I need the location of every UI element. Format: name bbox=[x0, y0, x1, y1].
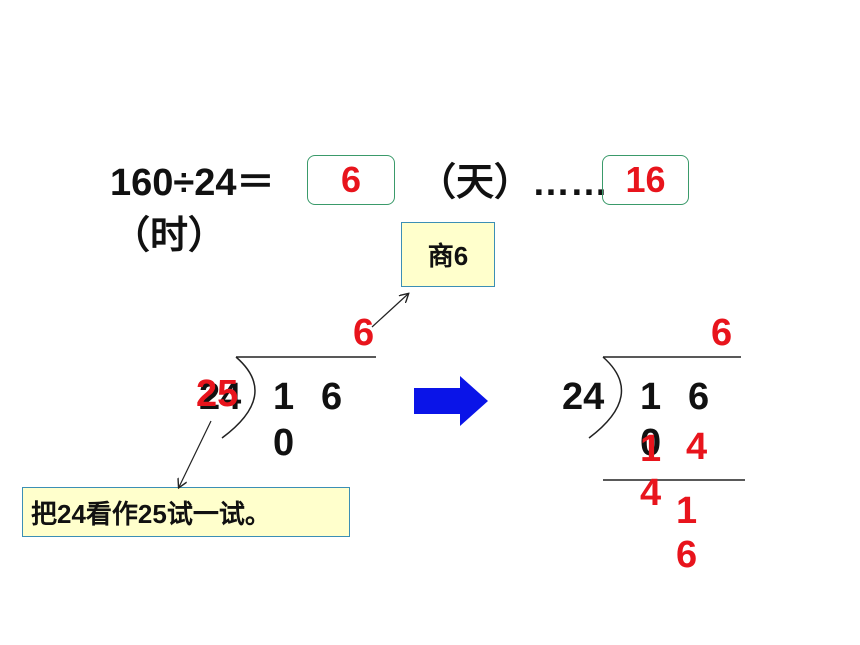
final-dividend-digit: 6 bbox=[688, 376, 710, 418]
trial-dividend-digit: 1 bbox=[273, 376, 295, 418]
unit-days: （天）…… bbox=[418, 162, 609, 204]
left-division-curve bbox=[221, 356, 256, 439]
quotient-answer: 6 bbox=[340, 159, 362, 200]
equation-expression: 160÷24＝ bbox=[110, 162, 275, 204]
final-product-digit: 4 bbox=[686, 426, 708, 468]
final-product-digit: 1 bbox=[640, 428, 662, 470]
pointer-to-note-quotient bbox=[371, 294, 408, 328]
final-quotient: 6 bbox=[711, 312, 733, 354]
trial-dividend-digit: 6 bbox=[321, 376, 343, 418]
pointer-to-note-hint bbox=[179, 420, 212, 487]
right-arrow-icon bbox=[414, 376, 488, 426]
note-hint: 把24看作25试一试。 bbox=[22, 487, 350, 537]
remainder-answer-box[interactable]: 16 bbox=[602, 155, 689, 205]
final-remainder-digit: 1 bbox=[676, 490, 698, 532]
note-quotient: 商6 bbox=[401, 222, 495, 287]
final-product-digit: 4 bbox=[640, 472, 662, 514]
unit-hours: （时） bbox=[112, 215, 227, 257]
final-dividend-digit: 0 bbox=[640, 422, 662, 464]
final-remainder-digit: 6 bbox=[676, 534, 698, 576]
quotient-answer-box[interactable]: 6 bbox=[307, 155, 395, 205]
right-division-curve bbox=[588, 356, 623, 439]
trial-divisor-original: 24 bbox=[199, 376, 242, 418]
trial-quotient: 6 bbox=[353, 312, 375, 354]
final-dividend-digit: 1 bbox=[640, 376, 662, 418]
final-divisor: 24 bbox=[562, 376, 605, 418]
remainder-answer: 16 bbox=[625, 159, 666, 200]
trial-dividend-digit: 0 bbox=[273, 422, 295, 464]
trial-divisor: 25 bbox=[196, 373, 239, 415]
